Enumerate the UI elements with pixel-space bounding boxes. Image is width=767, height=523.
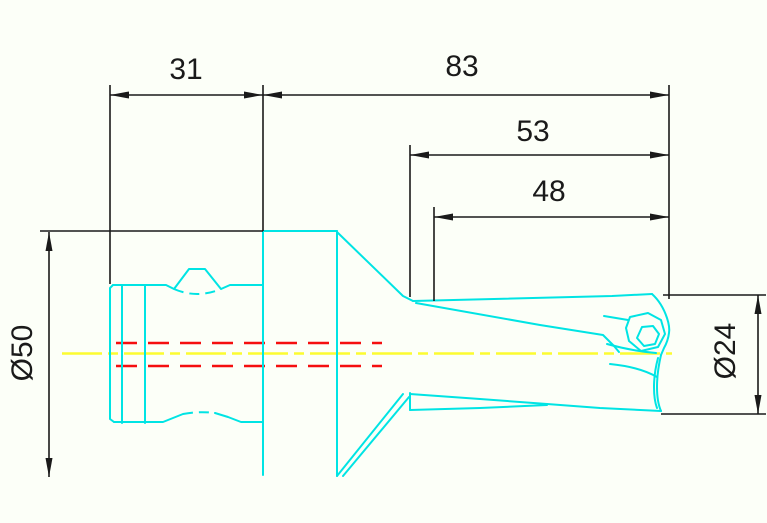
hidden-coolant-lines — [116, 341, 382, 368]
dimension-labels: 31 83 53 48 Ø50 Ø24 — [6, 50, 742, 381]
cutting-insert — [625, 312, 666, 352]
dim-label-cutting-diameter: Ø24 — [709, 323, 742, 380]
dim-label-usable-length: 53 — [516, 115, 549, 148]
insert-screw-hole — [636, 325, 660, 347]
dimension-arrowheads — [45, 91, 762, 477]
dim-label-flute-length: 48 — [532, 175, 565, 208]
dimension-extension-lines — [40, 85, 766, 415]
part-outline — [109, 230, 671, 477]
dim-label-shank-diameter: Ø50 — [6, 325, 39, 382]
dimension-lines — [48, 94, 759, 477]
dim-label-overall-length: 83 — [445, 50, 478, 83]
dim-label-back-length: 31 — [169, 53, 202, 86]
hidden-notch-arc — [173, 288, 222, 295]
